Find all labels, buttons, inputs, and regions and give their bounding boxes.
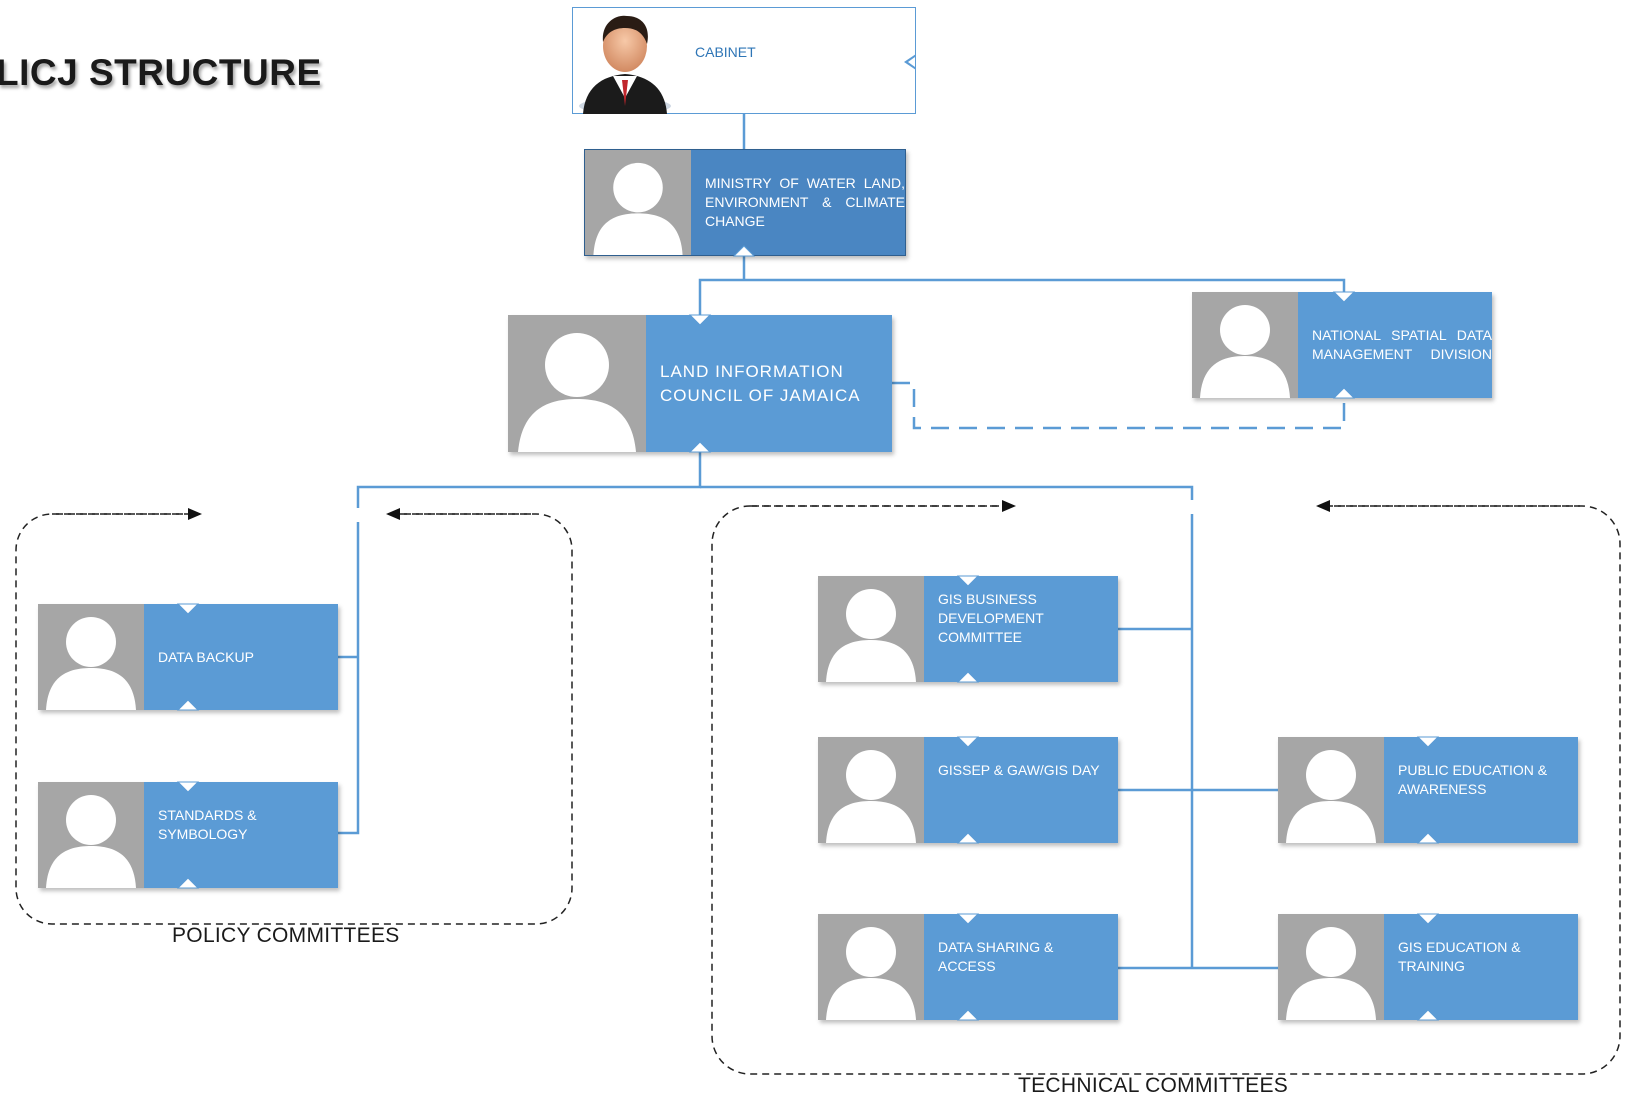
connector-ministry-split: [698, 278, 1346, 315]
person-placeholder-icon: [38, 782, 144, 888]
expand-handle-icon[interactable]: [904, 54, 916, 70]
node-licj[interactable]: LAND INFORMATION COUNCIL OF JAMAICA: [508, 315, 892, 452]
person-placeholder-icon: [585, 150, 691, 255]
person-placeholder-icon: [818, 576, 924, 682]
arrow-left-icon: [1316, 500, 1330, 512]
arrow-left-icon: [386, 508, 400, 520]
node-ministry[interactable]: MINISTRY OF WATER LAND, ENVIRONMENT & CL…: [584, 149, 906, 256]
node-cabinet[interactable]: CABINET: [572, 7, 916, 114]
standards-label: STANDARDS & SYMBOLOGY: [158, 807, 257, 842]
technical-group-box: [711, 505, 1621, 1075]
businessman-icon: [579, 15, 671, 114]
person-placeholder-icon: [1278, 737, 1384, 843]
node-public-education[interactable]: PUBLIC EDUCATION & AWARENESS: [1278, 737, 1578, 843]
policy-committees-caption: POLICY COMMITTEES: [172, 924, 400, 947]
person-placeholder-icon: [38, 604, 144, 710]
data-backup-label: DATA BACKUP: [158, 648, 254, 665]
gis-education-label: GIS EDUCATION & TRAINING: [1398, 939, 1521, 974]
technical-committees-caption: TECHNICAL COMMITTEES: [1018, 1074, 1289, 1097]
cabinet-label: CABINET: [695, 44, 756, 60]
node-standards[interactable]: STANDARDS & SYMBOLOGY: [38, 782, 338, 888]
licj-label: LAND INFORMATION COUNCIL OF JAMAICA: [660, 361, 861, 405]
node-gissep[interactable]: GISSEP & GAW/GIS DAY: [818, 737, 1118, 843]
ministry-label: MINISTRY OF WATER LAND, ENVIRONMENT & CL…: [705, 175, 905, 229]
gis-business-label: GIS BUSINESS DEVELOPMENT COMMITTEE: [938, 591, 1044, 645]
node-gis-business[interactable]: GIS BUSINESS DEVELOPMENT COMMITTEE: [818, 576, 1118, 682]
nsdmd-label: NATIONAL SPATIAL DATA MANAGEMENT DIVISIO…: [1312, 327, 1492, 362]
person-placeholder-icon: [818, 737, 924, 843]
data-sharing-label: DATA SHARING & ACCESS: [938, 939, 1054, 974]
arrow-right-icon: [1002, 500, 1016, 512]
gissep-label: GISSEP & GAW/GIS DAY: [938, 762, 1100, 778]
page-title: LICJ STRUCTURE: [0, 52, 322, 93]
node-data-sharing[interactable]: DATA SHARING & ACCESS: [818, 914, 1118, 1020]
node-gis-education[interactable]: GIS EDUCATION & TRAINING: [1278, 914, 1578, 1020]
public-education-label: PUBLIC EDUCATION & AWARENESS: [1398, 762, 1548, 797]
dashed-connector-licj-nsdmd: [892, 381, 1346, 430]
person-placeholder-icon: [1278, 914, 1384, 1020]
connector-licj-policy: [338, 452, 702, 835]
person-placeholder-icon: [508, 315, 646, 452]
person-placeholder-icon: [1192, 292, 1298, 398]
arrow-right-icon: [188, 508, 202, 520]
node-nsdmd[interactable]: NATIONAL SPATIAL DATA MANAGEMENT DIVISIO…: [1192, 292, 1492, 398]
node-data-backup[interactable]: DATA BACKUP: [38, 604, 338, 710]
connector-licj-technical: [700, 485, 1194, 968]
person-placeholder-icon: [818, 914, 924, 1020]
